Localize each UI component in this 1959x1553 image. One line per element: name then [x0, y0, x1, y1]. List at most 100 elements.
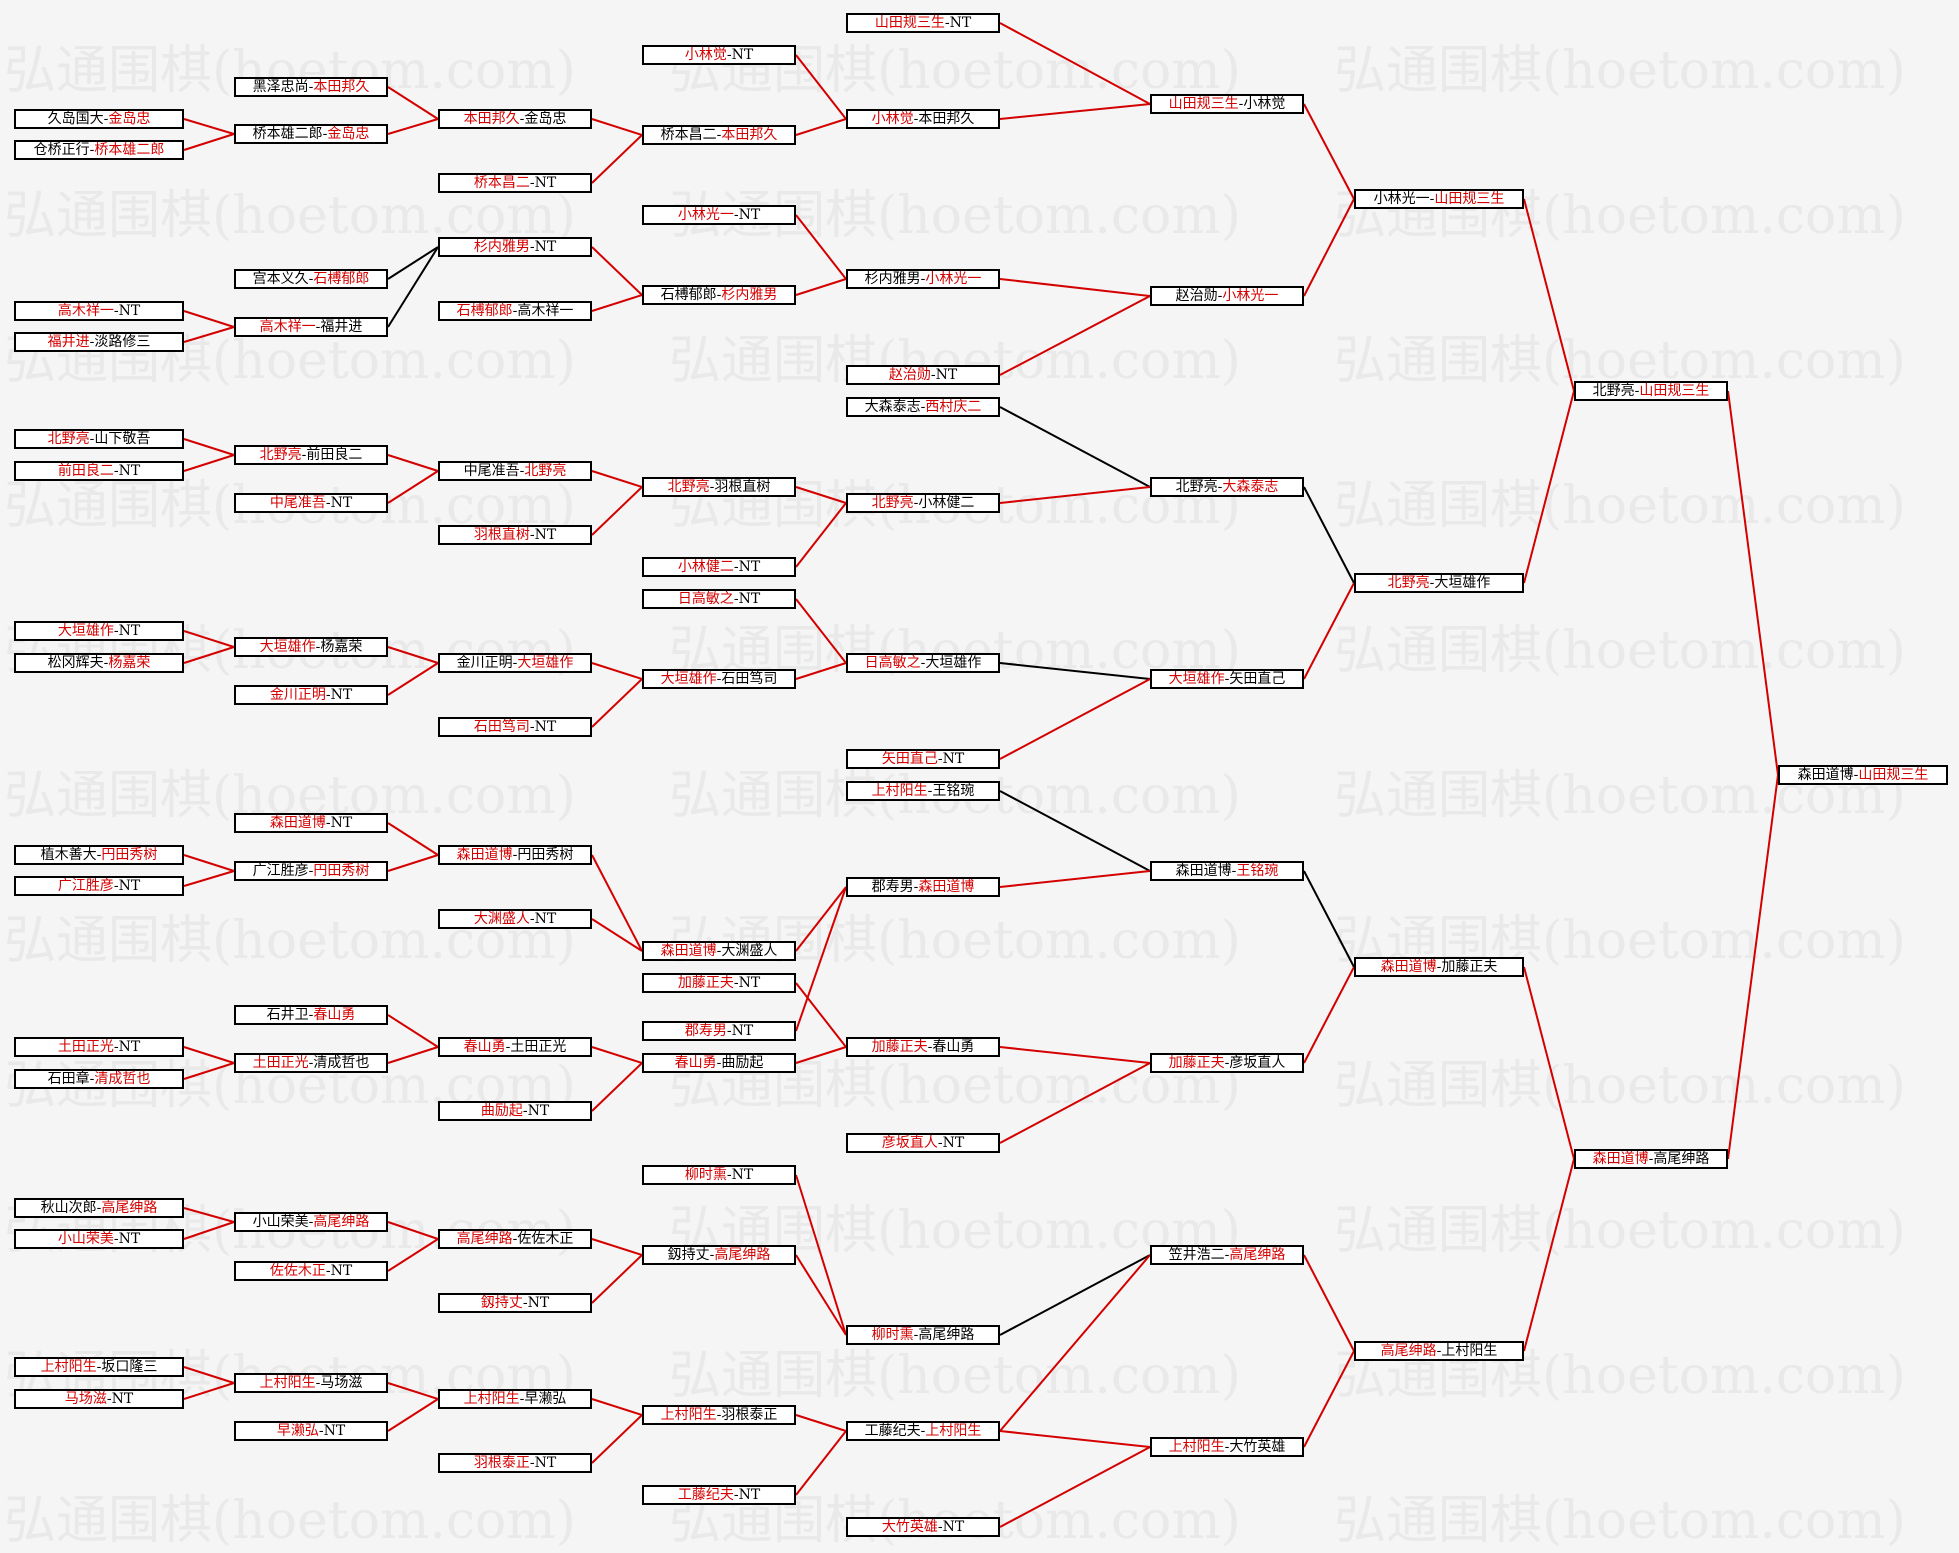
player-a: 工藤纪夫: [677, 1487, 734, 1503]
bracket-connector: [387, 1046, 439, 1064]
bracket-connector: [183, 1382, 235, 1400]
bracket-connector: [1303, 582, 1355, 680]
match-box: 仓桥正行-桥本雄二郎: [14, 140, 184, 160]
separator: -: [308, 1055, 314, 1071]
separator: -: [1224, 671, 1230, 687]
player-b: 高尾绅路: [101, 1200, 158, 1216]
match-box: 日高敏之-NT: [642, 589, 796, 609]
player-b: 石榑郁郎: [313, 271, 370, 287]
player-a: 桥本昌二: [473, 175, 530, 191]
player-b: NT: [738, 207, 761, 223]
player-a: 春山勇: [674, 1055, 717, 1071]
player-a: 小林觉: [871, 111, 914, 127]
separator: -: [733, 1487, 739, 1503]
match-box: 柳时熏-NT: [642, 1165, 796, 1185]
match-box: 福井进-淡路修三: [14, 332, 184, 352]
player-b: 羽根直树: [714, 479, 771, 495]
bracket-connector: [795, 486, 847, 504]
player-b: NT: [330, 687, 353, 703]
player-b: 金岛忠: [524, 111, 567, 127]
separator: -: [322, 126, 328, 142]
bracket-connector: [591, 470, 643, 488]
match-box: 桥本昌二-NT: [438, 173, 592, 193]
bracket-connector: [183, 1062, 235, 1080]
bracket-connector: [591, 854, 643, 952]
separator: -: [89, 431, 95, 447]
match-box: 大垣雄作-矢田直己: [1150, 669, 1304, 689]
match-box: 久岛国大-金岛忠: [14, 109, 184, 129]
separator: -: [716, 1407, 722, 1423]
match-box: 佐佐木正-NT: [234, 1261, 388, 1281]
match-box: 松冈辉夫-杨嘉荣: [14, 653, 184, 673]
player-a: 本田邦久: [463, 111, 520, 127]
separator: -: [716, 1055, 722, 1071]
separator: -: [726, 47, 732, 63]
separator: -: [927, 783, 933, 799]
player-b: 小林觉: [1243, 96, 1286, 112]
separator: -: [96, 847, 102, 863]
player-b: 土田正光: [510, 1039, 567, 1055]
player-a: 釼持丈: [667, 1247, 710, 1263]
player-b: 淡路修三: [94, 334, 151, 350]
separator: -: [913, 1327, 919, 1343]
bracket-connector: [387, 662, 439, 696]
player-b: 本田邦久: [721, 127, 778, 143]
bracket-connector: [387, 86, 439, 120]
separator: -: [519, 111, 525, 127]
bracket-connector: [183, 1046, 235, 1064]
separator: -: [1429, 575, 1435, 591]
separator: -: [726, 1167, 732, 1183]
player-b: 上村阳生: [925, 1423, 982, 1439]
player-a: 金川正明: [456, 655, 513, 671]
match-box: 大森泰志-西村庆二: [846, 397, 1000, 417]
player-b: 清成哲也: [313, 1055, 370, 1071]
bracket-connector: [387, 854, 439, 872]
player-b: NT: [118, 463, 141, 479]
player-a: 高尾绅路: [1380, 1343, 1437, 1359]
match-box: 工藤纪夫-上村阳生: [846, 1421, 1000, 1441]
final-match-box: 森田道博-山田规三生: [1778, 765, 1948, 785]
bracket-connector: [795, 886, 847, 1032]
match-box: 北野亮-羽根直树: [642, 477, 796, 497]
match-box: 金川正明-大垣雄作: [438, 653, 592, 673]
player-b: 大垣雄作: [925, 655, 982, 671]
player-b: NT: [118, 623, 141, 639]
separator: -: [1217, 288, 1223, 304]
player-a: 笠井浩二: [1168, 1247, 1225, 1263]
match-box: 大垣雄作-石田笃司: [642, 669, 796, 689]
bracket-connector: [795, 1174, 847, 1336]
separator: -: [529, 911, 535, 927]
match-box: 森田道博-大渊盛人: [642, 941, 796, 961]
player-b: 本田邦久: [918, 111, 975, 127]
player-a: 植木善大: [40, 847, 97, 863]
bracket-connector: [999, 1062, 1151, 1144]
player-b: 高尾绅路: [1229, 1247, 1286, 1263]
player-b: NT: [118, 303, 141, 319]
bracket-connector: [387, 470, 439, 504]
separator: -: [308, 1214, 314, 1230]
player-b: 小林光一: [925, 271, 982, 287]
bracket-connector: [795, 214, 847, 280]
player-a: 加藤正夫: [677, 975, 734, 991]
player-a: 赵治勋: [888, 367, 931, 383]
bracket-connector: [1303, 1254, 1355, 1352]
player-a: 广江胜彦: [57, 878, 114, 894]
separator: -: [318, 1423, 324, 1439]
player-a: 柳时熏: [684, 1167, 727, 1183]
separator: -: [1436, 1343, 1442, 1359]
player-b: 矢田直己: [1229, 671, 1286, 687]
separator: -: [89, 1071, 95, 1087]
player-a: 高木祥一: [259, 319, 316, 335]
player-b: NT: [534, 911, 557, 927]
separator: -: [726, 1023, 732, 1039]
bracket-connector: [183, 438, 235, 456]
player-b: NT: [942, 1135, 965, 1151]
separator: -: [529, 527, 535, 543]
bracket-connector: [387, 1382, 439, 1400]
player-a: 土田正光: [252, 1055, 309, 1071]
match-box: 中尾准吾-北野亮: [438, 461, 592, 481]
separator: -: [308, 1007, 314, 1023]
bracket-connector: [795, 982, 847, 1048]
separator: -: [529, 239, 535, 255]
player-b: NT: [118, 878, 141, 894]
